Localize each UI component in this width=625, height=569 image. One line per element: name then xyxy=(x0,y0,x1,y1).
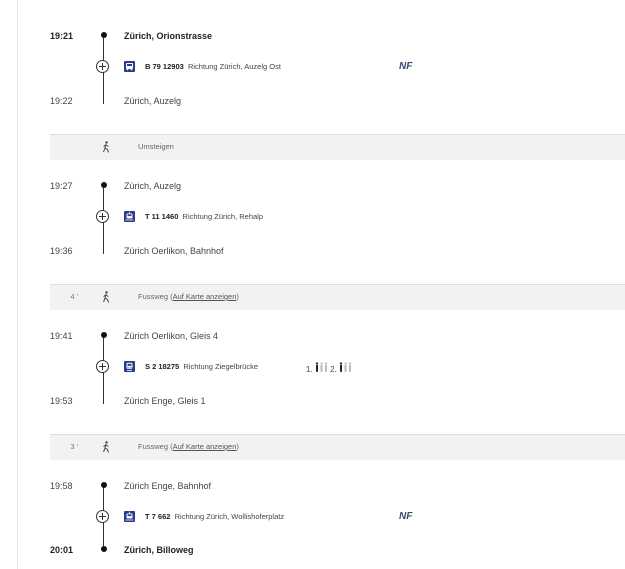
walk-icon xyxy=(103,291,109,303)
transfer-row: 4 ' Fussweg (Auf Karte anzeigen) xyxy=(50,284,625,310)
departure-time: 19:41 xyxy=(50,331,73,341)
line-number: S 2 18275 xyxy=(145,362,180,371)
departure-stop[interactable]: Zürich Enge, Bahnhof xyxy=(124,481,212,491)
walk-icon xyxy=(103,441,109,453)
arrival-time: 19:53 xyxy=(50,396,73,406)
occupancy-indicator: 1. 2. xyxy=(306,362,352,375)
transfer-label: Fussweg (Auf Karte anzeigen) xyxy=(138,292,239,301)
departure-stop[interactable]: Zürich, Auzelg xyxy=(124,181,182,191)
walk-icon xyxy=(103,141,109,153)
label-prefix: Fussweg ( xyxy=(138,442,173,451)
label-prefix: Fussweg ( xyxy=(138,292,173,301)
show-on-map-link[interactable]: Auf Karte anzeigen xyxy=(172,292,237,301)
train-icon xyxy=(124,361,135,372)
journey-info[interactable]: T 7 662 Richtung Zürich, Wollishoferplat… xyxy=(145,511,284,522)
label-suffix: ) xyxy=(236,442,239,451)
line-number: T 11 1460 xyxy=(145,212,179,221)
low-floor-badge: NF xyxy=(399,61,413,72)
arrival-stop[interactable]: Zürich Enge, Gleis 1 xyxy=(124,396,206,406)
direction: Richtung Ziegelbrücke xyxy=(183,362,258,371)
arrival-time: 19:36 xyxy=(50,246,73,256)
departure-stop[interactable]: Zürich Oerlikon, Gleis 4 xyxy=(124,331,219,341)
stop-dot xyxy=(100,482,107,488)
departure-time: 19:27 xyxy=(50,181,73,191)
transfer-row: 3 ' Fussweg (Auf Karte anzeigen) xyxy=(50,434,625,460)
stop-dot xyxy=(100,32,107,38)
line-number: T 7 662 xyxy=(145,512,171,521)
line-number: B 79 12903 xyxy=(145,62,184,71)
tram-icon xyxy=(124,511,135,522)
expand-stops-button[interactable] xyxy=(96,210,109,223)
occupancy-second-class-icon xyxy=(339,362,352,372)
show-on-map-link[interactable]: Auf Karte anzeigen xyxy=(172,442,237,451)
expand-stops-button[interactable] xyxy=(96,60,109,73)
journey-info[interactable]: S 2 18275 Richtung Ziegelbrücke xyxy=(145,361,258,372)
first-class-label: 1. xyxy=(306,365,313,374)
arrival-time: 20:01 xyxy=(50,545,74,555)
occupancy-first-class-icon xyxy=(315,362,328,372)
arrival-time: 19:22 xyxy=(50,96,73,106)
label-suffix: ) xyxy=(236,292,239,301)
journey-info[interactable]: T 11 1460 Richtung Zürich, Rehalp xyxy=(145,211,263,222)
transfer-duration: 4 ' xyxy=(70,292,78,301)
expand-stops-button[interactable] xyxy=(96,360,109,373)
journey-info[interactable]: B 79 12903 Richtung Zürich, Auzelg Ost xyxy=(145,61,281,72)
arrival-stop[interactable]: Zürich Oerlikon, Bahnhof xyxy=(124,246,224,256)
direction: Richtung Zürich, Rehalp xyxy=(182,212,264,221)
expand-stops-button[interactable] xyxy=(96,510,109,523)
stop-dot xyxy=(100,546,107,552)
stop-dot xyxy=(100,182,107,188)
transfer-duration: 3 ' xyxy=(70,442,78,451)
low-floor-badge: NF xyxy=(399,511,413,522)
direction: Richtung Zürich, Wollishoferplatz xyxy=(174,512,285,521)
left-border xyxy=(17,0,18,569)
transfer-label: Fussweg (Auf Karte anzeigen) xyxy=(138,442,239,451)
departure-time: 19:58 xyxy=(50,481,73,491)
direction: Richtung Zürich, Auzelg Ost xyxy=(187,62,281,71)
tram-icon xyxy=(124,211,135,222)
second-class-label: 2. xyxy=(330,365,337,374)
bus-icon xyxy=(124,61,135,72)
transfer-label: Umsteigen xyxy=(138,142,174,151)
departure-time: 19:21 xyxy=(50,31,74,41)
departure-stop[interactable]: Zürich, Orionstrasse xyxy=(124,31,213,41)
stop-dot xyxy=(100,332,107,338)
arrival-stop[interactable]: Zürich, Billoweg xyxy=(124,545,194,555)
transfer-row: Umsteigen xyxy=(50,134,625,160)
arrival-stop[interactable]: Zürich, Auzelg xyxy=(124,96,182,106)
